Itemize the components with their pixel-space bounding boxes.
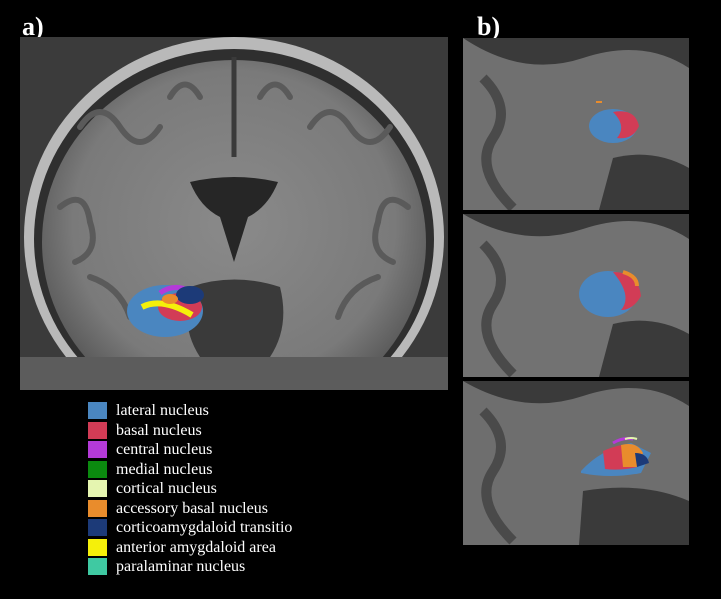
legend-label: lateral nucleus xyxy=(116,402,209,420)
legend-item-corticoamygdaloid-transitio: corticoamygdaloid transitio xyxy=(88,518,292,538)
legend-label: anterior amygdaloid area xyxy=(116,538,276,556)
legend-swatch xyxy=(88,499,107,517)
legend-item-anterior-amygdaloid-area: anterior amygdaloid area xyxy=(88,538,292,558)
legend-label: central nucleus xyxy=(116,441,213,459)
legend-label: corticoamygdaloid transitio xyxy=(116,519,293,537)
legend-swatch xyxy=(88,402,107,420)
legend-item-accessory-basal-nucleus: accessory basal nucleus xyxy=(88,499,292,519)
legend-item-medial-nucleus: medial nucleus xyxy=(88,460,292,480)
legend-label: medial nucleus xyxy=(116,460,213,478)
legend-swatch xyxy=(88,460,107,478)
legend-item-basal-nucleus: basal nucleus xyxy=(88,421,292,441)
legend: lateral nucleus basal nucleus central nu… xyxy=(88,401,292,577)
sagittal-mri-slice-2 xyxy=(463,214,689,377)
legend-item-paralaminar-nucleus: paralaminar nucleus xyxy=(88,557,292,577)
panel-label-b: b) xyxy=(477,12,501,41)
legend-swatch xyxy=(88,480,107,498)
legend-label: basal nucleus xyxy=(116,421,202,439)
sagittal-mri-slice-3 xyxy=(463,381,689,545)
legend-swatch xyxy=(88,441,107,459)
legend-swatch xyxy=(88,421,107,439)
legend-item-central-nucleus: central nucleus xyxy=(88,440,292,460)
sagittal-mri-slice-1 xyxy=(463,38,689,210)
legend-label: cortical nucleus xyxy=(116,480,217,498)
legend-label: paralaminar nucleus xyxy=(116,558,246,576)
coronal-mri-image xyxy=(20,37,448,390)
legend-swatch xyxy=(88,519,107,537)
legend-label: accessory basal nucleus xyxy=(116,499,268,517)
legend-swatch xyxy=(88,558,107,576)
legend-item-cortical-nucleus: cortical nucleus xyxy=(88,479,292,499)
panel-label-a: a) xyxy=(22,12,44,41)
legend-swatch xyxy=(88,538,107,556)
legend-item-lateral-nucleus: lateral nucleus xyxy=(88,401,292,421)
